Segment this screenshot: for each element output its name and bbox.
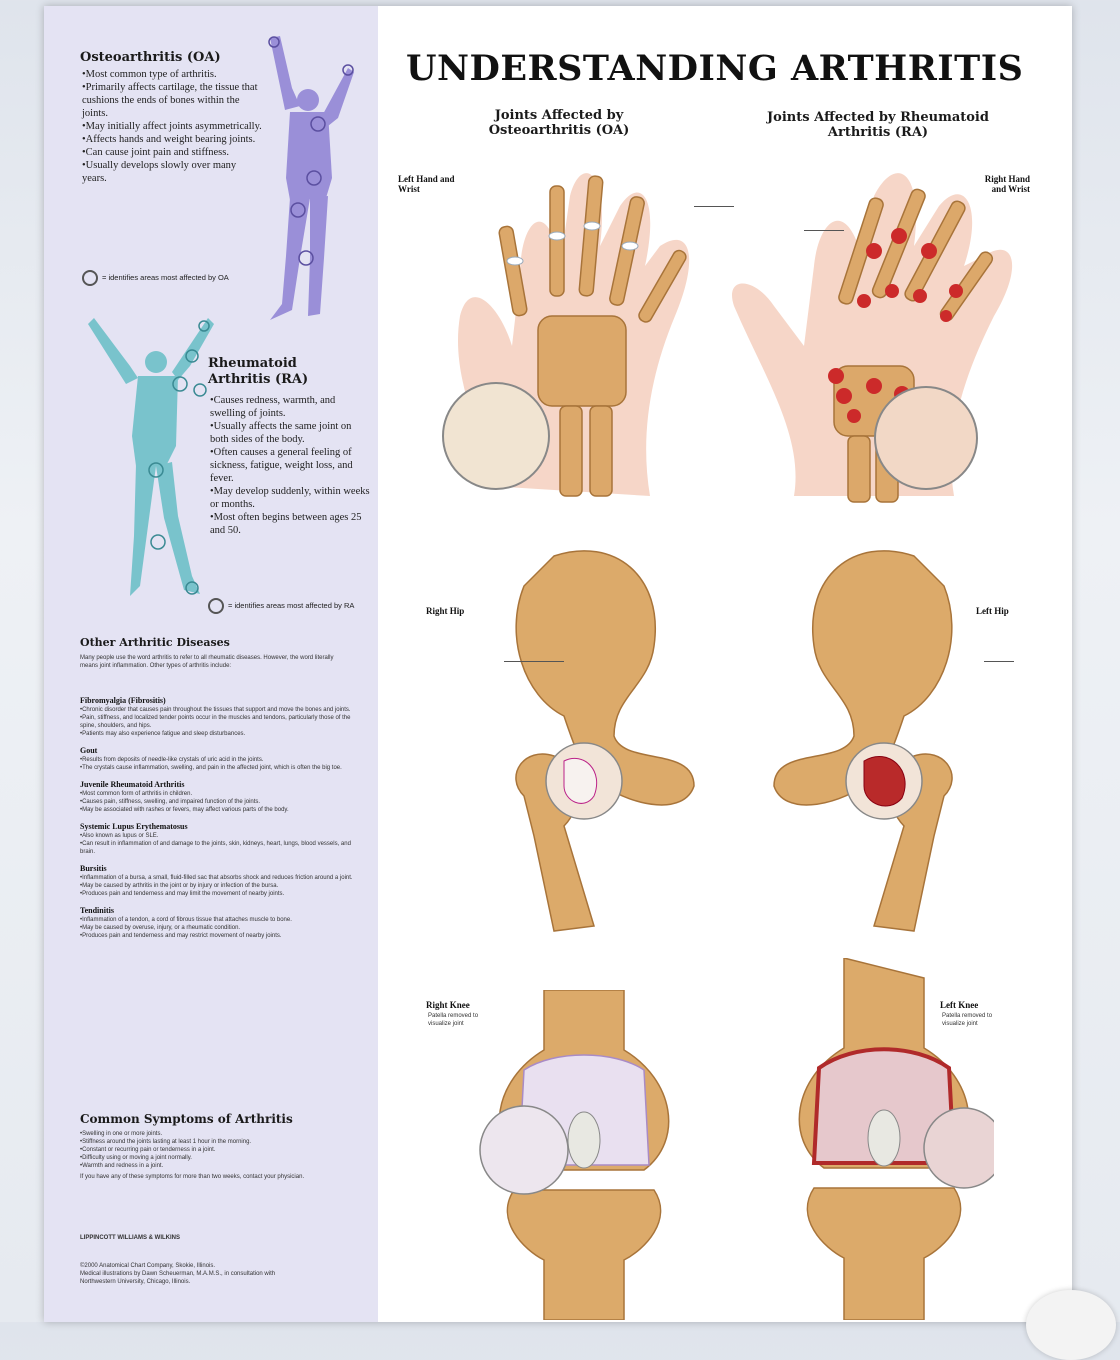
disease-line: •Produces pain and tenderness and may li… — [80, 891, 285, 897]
other-sections: Fibromyalgia (Fibrositis) •Chronic disor… — [80, 696, 354, 948]
oa-hand-zoom — [442, 382, 550, 490]
disease-name: Fibromyalgia (Fibrositis) — [80, 696, 166, 705]
symptom-line: •Swelling in one or more joints. — [80, 1131, 163, 1137]
poster: Osteoarthritis (OA) •Most common type of… — [44, 6, 1072, 1322]
oa-column-title: Joints Affected by Osteoarthritis (OA) — [488, 108, 630, 138]
legend-circle-icon — [208, 598, 224, 614]
disease-line: •The crystals cause inflammation, swelli… — [80, 765, 342, 771]
legend-circle-icon — [82, 270, 98, 286]
disease-line: •May be associated with rashes or fevers… — [80, 807, 289, 813]
leader-line — [504, 661, 564, 662]
disease-line: •Most common form of arthritis in childr… — [80, 791, 193, 797]
symptom-line: •Difficulty using or moving a joint norm… — [80, 1155, 192, 1161]
right-hip-label: Right Hip — [426, 606, 465, 616]
disease-section: Systemic Lupus Erythematosus •Also known… — [80, 822, 354, 856]
disease-section: Gout •Results from deposits of needle-li… — [80, 746, 354, 772]
ra-bullets: •Causes redness, warmth, and swelling of… — [210, 394, 370, 537]
ra-hip-illustration — [773, 550, 953, 932]
disease-line: •Pain, stiffness, and localized tender p… — [80, 715, 351, 729]
publisher: LIPPINCOTT WILLIAMS & WILKINS — [80, 1235, 180, 1241]
oa-knee-illustration — [479, 990, 670, 1320]
ra-body-figure — [88, 318, 214, 596]
disease-section: Bursitis •Inflammation of a bursa, a sma… — [80, 864, 354, 898]
credit-line: ©2000 Anatomical Chart Company, Skokie, … — [80, 1263, 216, 1269]
symptoms-list: •Swelling in one or more joints. •Stiffn… — [80, 1130, 354, 1181]
left-hip-label: Left Hip — [976, 606, 1009, 616]
disease-line: •Also known as lupus or SLE. — [80, 833, 159, 839]
oa-bullets: •Most common type of arthritis. •Primari… — [82, 68, 262, 185]
left-knee-sub: Patella removed to visualize joint — [942, 1013, 993, 1027]
ra-bullet: •Most often begins between ages 25 and 5… — [210, 512, 362, 536]
ra-column-title: Joints Affected by Rheumatoid Arthritis … — [767, 110, 989, 140]
ra-hand-zoom — [874, 386, 978, 490]
leader-line — [694, 206, 734, 207]
disease-section: Fibromyalgia (Fibrositis) •Chronic disor… — [80, 696, 354, 738]
left-hand-label: Left Hand and Wrist — [398, 174, 455, 194]
right-hand-label: Right Hand and Wrist — [984, 174, 1030, 194]
oa-bullet: •May initially affect joints asymmetrica… — [82, 121, 262, 132]
disease-line: •May be caused by arthritis in the joint… — [80, 883, 279, 889]
disease-line: •Can result in inflammation of and damag… — [80, 841, 351, 855]
oa-hip-illustration — [515, 550, 695, 932]
oa-bullet: •Primarily affects cartilage, the tissue… — [82, 82, 258, 119]
ra-bullet: •Often causes a general feeling of sickn… — [210, 447, 353, 484]
disease-name: Systemic Lupus Erythematosus — [80, 822, 188, 831]
ra-bullet: •May develop suddenly, within weeks or m… — [210, 486, 370, 510]
oa-heading: Osteoarthritis (OA) — [80, 50, 221, 65]
oa-legend: = identifies areas most affected by OA — [82, 270, 229, 286]
symptom-line: •Warmth and redness in a joint. — [80, 1163, 164, 1169]
disease-name: Tendinitis — [80, 906, 114, 915]
disease-line: •Produces pain and tenderness and may re… — [80, 933, 282, 939]
disease-line: •May be caused by overuse, injury, or a … — [80, 925, 241, 931]
ra-legend: = identifies areas most affected by RA — [208, 598, 354, 614]
oa-bullet: •Affects hands and weight bearing joints… — [82, 134, 256, 145]
symptom-line: •Constant or recurring pain or tendernes… — [80, 1147, 216, 1153]
other-intro: Many people use the word arthritis to re… — [80, 655, 334, 669]
right-knee-sub: Patella removed to visualize joint — [428, 1013, 479, 1027]
disease-name: Bursitis — [80, 864, 107, 873]
ra-legend-text: = identifies areas most affected by RA — [228, 600, 355, 610]
oa-body-figure — [268, 36, 354, 320]
floating-action-button[interactable] — [1026, 1290, 1116, 1360]
credit-line: Northwestern University, Chicago, Illino… — [80, 1279, 191, 1285]
ra-knee-illustration — [798, 958, 994, 1320]
oa-legend-text: = identifies areas most affected by OA — [102, 272, 229, 282]
disease-section: Tendinitis •Inflammation of a tendon, a … — [80, 906, 354, 940]
ra-heading: Rheumatoid Arthritis (RA) — [208, 356, 309, 387]
left-knee-label: Left Knee — [940, 1000, 979, 1010]
other-heading: Other Arthritic Diseases — [80, 636, 230, 649]
oa-bullet: •Most common type of arthritis. — [82, 69, 217, 80]
oa-bullet: •Usually develops slowly over many years… — [82, 160, 237, 184]
disease-line: •Inflammation of a bursa, a small, fluid… — [80, 875, 353, 881]
symptoms-heading: Common Symptoms of Arthritis — [80, 1112, 293, 1126]
disease-line: •Results from deposits of needle-like cr… — [80, 757, 264, 763]
credits: ©2000 Anatomical Chart Company, Skokie, … — [80, 1262, 354, 1286]
disease-line: •Patients may also experience fatigue an… — [80, 731, 246, 737]
disease-section: Juvenile Rheumatoid Arthritis •Most comm… — [80, 780, 354, 814]
credit-line: Medical illustrations by Dawn Scheuerman… — [80, 1271, 276, 1277]
ra-bullet: •Causes redness, warmth, and swelling of… — [210, 395, 336, 419]
disease-name: Juvenile Rheumatoid Arthritis — [80, 780, 185, 789]
disease-line: •Inflammation of a tendon, a cord of fib… — [80, 917, 292, 923]
disease-line: •Causes pain, stiffness, swelling, and i… — [80, 799, 261, 805]
ra-bullet: •Usually affects the same joint on both … — [210, 421, 352, 445]
disease-line: •Chronic disorder that causes pain throu… — [80, 707, 351, 713]
symptom-line: •Stiffness around the joints lasting at … — [80, 1139, 252, 1145]
oa-bullet: •Can cause joint pain and stiffness. — [82, 147, 229, 158]
symptom-note: If you have any of these symptoms for mo… — [80, 1174, 305, 1180]
leader-line — [804, 230, 844, 231]
right-knee-label: Right Knee — [426, 1000, 470, 1010]
leader-line — [984, 661, 1014, 662]
page-title: UNDERSTANDING ARTHRITIS — [406, 48, 1024, 89]
disease-name: Gout — [80, 746, 98, 755]
